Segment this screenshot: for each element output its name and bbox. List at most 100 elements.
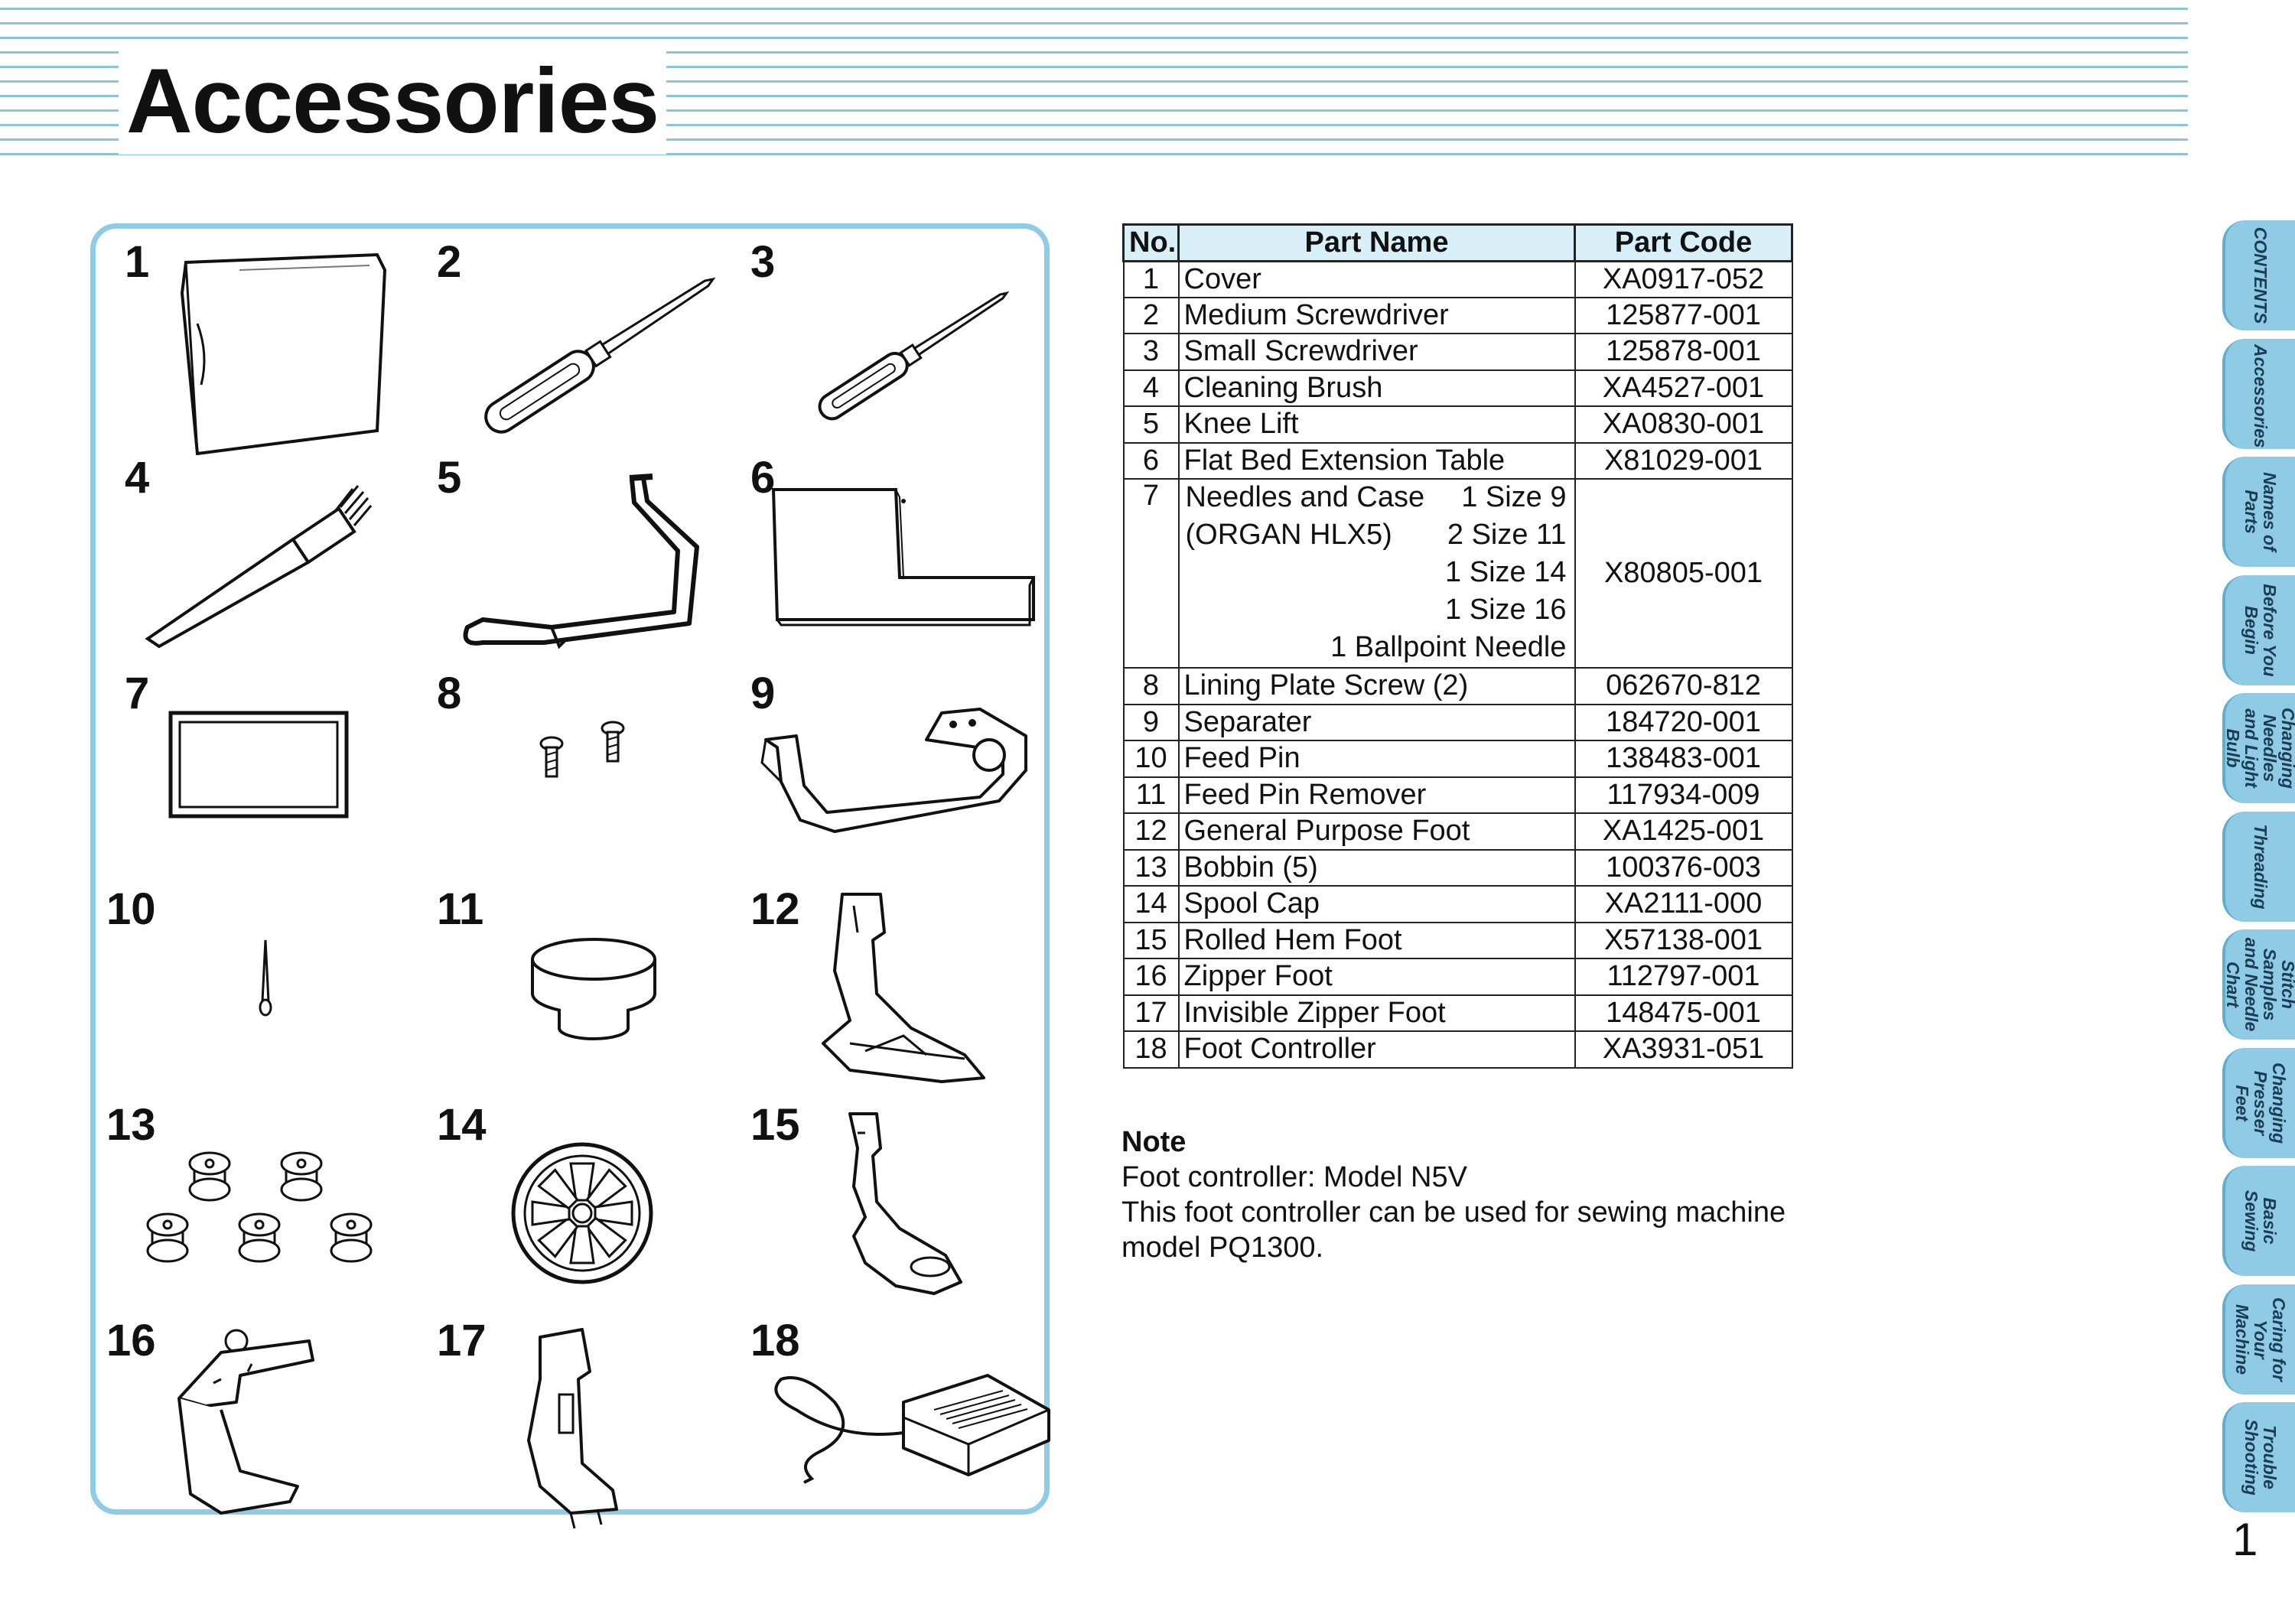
item-cell-5: 5 — [437, 455, 750, 671]
part-number-cell: 5 — [1122, 405, 1180, 444]
part-number-cell: 18 — [1122, 1030, 1180, 1069]
separater-icon — [750, 671, 1064, 887]
header-stripe — [0, 51, 2188, 54]
zipper-foot-icon — [106, 1318, 420, 1534]
tab-label: Changing Presser Feet — [2232, 1062, 2289, 1144]
item-number: 2 — [437, 237, 462, 287]
needle-detail-text: 1 Size 14 — [1445, 556, 1567, 588]
medium-screwdriver-icon — [437, 239, 750, 455]
item-number: 1 — [125, 237, 150, 287]
item-cell-4: 4 — [125, 455, 438, 671]
tab-changing-needles-and-light-bulb[interactable]: Changing Needles and Light Bulb — [2222, 693, 2295, 803]
item-number: 4 — [125, 453, 150, 503]
tab-threading[interactable]: Threading — [2222, 811, 2295, 922]
part-name-cell: Foot Controller — [1177, 1030, 1576, 1069]
invisible-zipper-foot-icon — [437, 1318, 750, 1534]
header-stripe — [0, 37, 2188, 39]
tab-names-of-parts[interactable]: Names of Parts — [2222, 457, 2295, 567]
header-stripe — [0, 8, 2188, 10]
part-code-cell: 125878-001 — [1574, 333, 1793, 371]
part-code-cell: 138483-001 — [1574, 740, 1793, 778]
tab-changing-presser-feet[interactable]: Changing Presser Feet — [2222, 1047, 2295, 1158]
tab-label: Threading — [2250, 823, 2271, 910]
header-stripe — [0, 66, 2188, 68]
header-stripe — [0, 124, 2188, 126]
item-number: 12 — [750, 884, 800, 934]
column-header-no: No. — [1122, 223, 1180, 262]
header-stripes — [0, 8, 2188, 176]
part-name-cell: Lining Plate Screw (2) — [1177, 667, 1576, 705]
item-number: 15 — [750, 1100, 800, 1150]
item-number: 3 — [750, 237, 776, 287]
part-code-cell: 112797-001 — [1574, 958, 1793, 996]
needle-detail-text: 1 Ballpoint Needle — [1330, 631, 1567, 663]
screws-icon — [437, 671, 750, 887]
header-stripe — [0, 109, 2188, 112]
part-name-cell: Zipper Foot — [1177, 958, 1576, 996]
part-number-cell: 3 — [1122, 333, 1180, 371]
part-name-cell: Separater — [1177, 703, 1576, 741]
item-cell-10: 10 — [106, 887, 420, 1102]
part-code-cell: XA0917-052 — [1574, 260, 1793, 298]
part-name-cell: Cover — [1177, 260, 1576, 298]
needle-detail-text: 1 Size 9 — [1461, 481, 1567, 513]
part-name-cell: General Purpose Foot — [1177, 812, 1576, 851]
tab-caring-for-your-machine[interactable]: Caring for Your Machine — [2222, 1284, 2295, 1395]
item-number: 17 — [437, 1316, 487, 1365]
header-stripe — [0, 153, 2188, 155]
item-cell-16: 16 — [106, 1318, 420, 1534]
part-code-cell: 062670-812 — [1574, 667, 1793, 705]
item-cell-1: 1 — [125, 237, 438, 456]
part-number-cell: 7 — [1122, 478, 1180, 669]
cleaning-brush-icon — [125, 455, 438, 671]
tab-before-you-begin[interactable]: Before You Begin — [2222, 574, 2295, 685]
tab-accessories[interactable]: Accessories — [2222, 338, 2295, 449]
part-number-cell: 10 — [1122, 740, 1180, 778]
tab-trouble-shooting[interactable]: Trouble Shooting — [2222, 1402, 2295, 1512]
feed-pin-remover-icon — [437, 887, 750, 1102]
item-cell-7: 7 — [125, 671, 438, 887]
item-cell-12: 12 — [750, 887, 1064, 1102]
part-number-cell: 17 — [1122, 994, 1180, 1032]
bobbins-icon — [106, 1102, 420, 1318]
part-code-cell: XA3931-051 — [1574, 1030, 1793, 1069]
feed-pin-icon — [106, 887, 420, 1102]
tab-label: Names of Parts — [2241, 472, 2280, 552]
tab-contents[interactable]: CONTENTS — [2222, 220, 2295, 330]
item-cell-6: 6 — [750, 455, 1064, 671]
tab-label: Basic Sewing — [2241, 1190, 2280, 1252]
item-number: 6 — [750, 453, 776, 503]
tab-basic-sewing[interactable]: Basic Sewing — [2222, 1166, 2295, 1276]
column-header-part-name: Part Name — [1177, 223, 1576, 262]
part-code-cell: 125877-001 — [1574, 296, 1793, 334]
accessories-illustration-panel: 1 2 3 4 5 6 7 — [90, 223, 1050, 1529]
part-number-cell: 14 — [1122, 885, 1180, 923]
needle-detail-text: Needles and Case — [1185, 481, 1425, 513]
item-cell-3: 3 — [750, 239, 1064, 455]
part-name-cell: Feed Pin — [1177, 740, 1576, 778]
part-number-cell: 2 — [1122, 296, 1180, 334]
column-header-part-code: Part Code — [1574, 223, 1793, 262]
small-screwdriver-icon — [750, 239, 1064, 455]
part-code-cell: XA1425-001 — [1574, 812, 1793, 851]
tab-label: Before You Begin — [2241, 583, 2280, 677]
tab-label: Changing Needles and Light Bulb — [2222, 707, 2295, 789]
foot-controller-icon — [750, 1318, 1064, 1534]
part-name-cell: Bobbin (5) — [1177, 848, 1576, 887]
part-name-cell: Spool Cap — [1177, 885, 1576, 923]
note-section: Note Foot controller: Model N5V This foo… — [1121, 1124, 1810, 1265]
tab-stitch-samples-and-needle-chart[interactable]: Stitch Samples and Needle Chart — [2222, 929, 2295, 1040]
part-code-cell: XA4527-001 — [1574, 369, 1793, 407]
part-name-cell: Flat Bed Extension Table — [1177, 441, 1576, 480]
tab-label: Accessories — [2250, 343, 2271, 448]
item-cell-17: 17 — [437, 1318, 750, 1534]
